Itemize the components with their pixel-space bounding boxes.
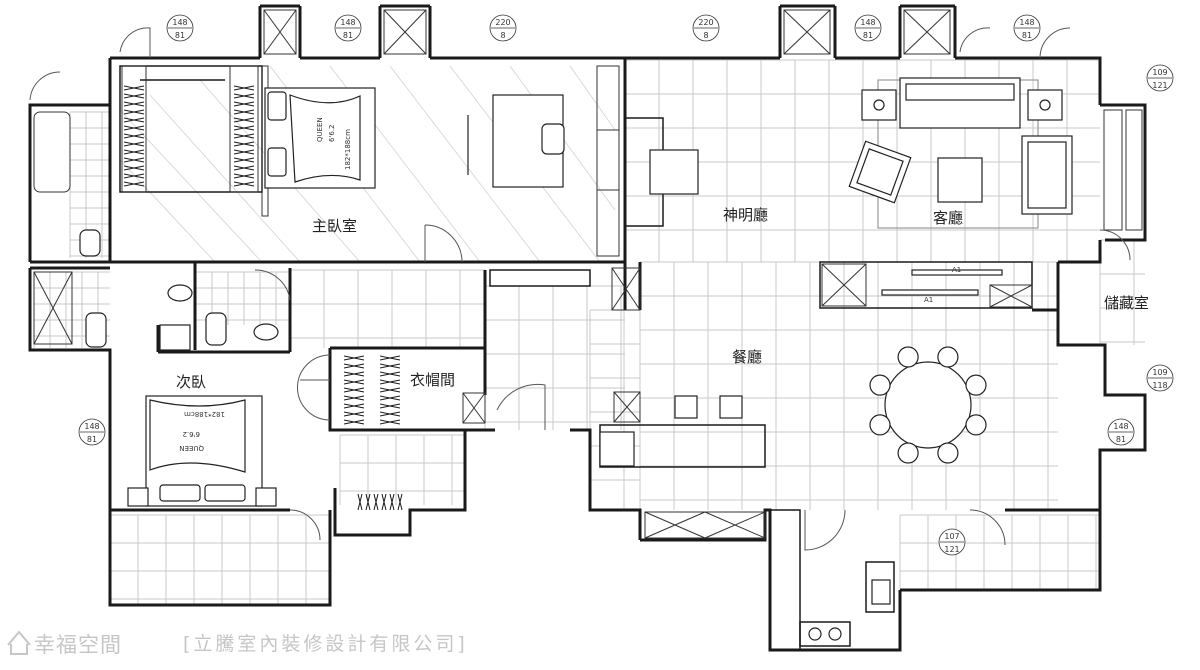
window-tag-bottom: 81 (1116, 435, 1126, 444)
room-label-walk-in-closet: 衣帽間 (410, 371, 455, 389)
dining-chair (937, 442, 959, 464)
room-labels: 主臥室 神明廳 客廳 儲藏室 餐廳 次臥 衣帽間 (176, 206, 1149, 391)
partitions (119, 65, 1033, 651)
window-tag-top: 148 (1019, 18, 1034, 27)
room-label-master-bedroom: 主臥室 (312, 217, 357, 235)
dining-chair (869, 414, 891, 436)
second-bed-size-label: QUEEN (179, 444, 204, 452)
dining-table (884, 361, 972, 449)
window-tag-top: 148 (340, 18, 355, 27)
window-tag-bottom: 81 (175, 31, 185, 40)
window-tag-bottom: 81 (87, 435, 97, 444)
window-tag-top: 109 (1152, 68, 1167, 77)
second-bed (127, 395, 277, 507)
window-tag-bottom: 81 (863, 31, 873, 40)
kitchen-fixtures (808, 579, 891, 641)
second-bed-spec-text: 6'6.2 (182, 430, 200, 438)
master-bed-spec-text: 6'6.2 (328, 124, 336, 142)
window-tag-top: 148 (172, 18, 187, 27)
watermark: 幸福空間 [立騰室內裝修設計有限公司] (7, 630, 468, 657)
living-room-sofa-set (848, 77, 1073, 229)
cabinets (33, 9, 1143, 539)
door-swings (29, 27, 1131, 551)
dining-chair (965, 374, 987, 396)
watermark-brand: 幸福空間 (34, 633, 122, 657)
dining-chair (897, 346, 919, 368)
master-bed-spec: QUEEN 6'6.2 182*188cm (316, 117, 352, 170)
window-tag-top: 220 (495, 18, 510, 27)
window-tag-top: 220 (698, 18, 713, 27)
second-bed-dims: 182*188cm (184, 410, 225, 418)
shrine-altar (649, 149, 699, 195)
room-label-storage-room: 儲藏室 (1104, 294, 1149, 312)
tv-label-lower: A1 (924, 296, 933, 304)
master-bed-dims: 182*188cm (344, 129, 352, 170)
dining-chair (965, 414, 987, 436)
second-bed-spec: 182*188cm 6'6.2 QUEEN (179, 410, 225, 452)
window-tag-bottom: 8 (703, 31, 708, 40)
dining-chair (937, 346, 959, 368)
master-bed (264, 87, 376, 189)
bar-stools (599, 395, 743, 467)
master-desk (467, 94, 565, 188)
watermark-company: [立騰室內裝修設計有限公司] (183, 633, 468, 655)
dining-chairs (869, 346, 987, 464)
house-logo-icon (7, 630, 31, 655)
room-label-second-bedroom: 次臥 (176, 373, 206, 391)
master-bed-size-label: QUEEN (316, 117, 324, 142)
walls (28, 4, 1147, 652)
tv-cabinet (881, 269, 1003, 296)
dining-chair (869, 374, 891, 396)
room-label-dining-room: 餐廳 (732, 348, 762, 366)
window-tag-top: 109 (1152, 368, 1167, 377)
window-tag-bottom: 8 (500, 31, 505, 40)
dining-chair (897, 442, 919, 464)
window-tag-top: 107 (944, 532, 959, 541)
bathroom-fixtures (79, 229, 279, 351)
tv-label-upper: A1 (952, 266, 961, 274)
window-tag-top: 148 (860, 18, 875, 27)
window-tag-bottom: 81 (1022, 31, 1032, 40)
room-label-shrine-hall: 神明廳 (723, 206, 768, 224)
window-tag-bottom: 81 (343, 31, 353, 40)
window-dimension-tags: 1488114881220822081488114881109121109118… (78, 14, 1174, 556)
closet-hangers (123, 85, 403, 511)
window-tag-top: 148 (84, 422, 99, 431)
window-tag-bottom: 118 (1152, 381, 1167, 390)
floor-tile-grid (33, 59, 1145, 605)
room-label-living-room: 客廳 (933, 209, 963, 227)
window-tag-bottom: 121 (1152, 81, 1167, 90)
window-tag-top: 148 (1113, 422, 1128, 431)
window-tag-bottom: 121 (944, 545, 959, 554)
